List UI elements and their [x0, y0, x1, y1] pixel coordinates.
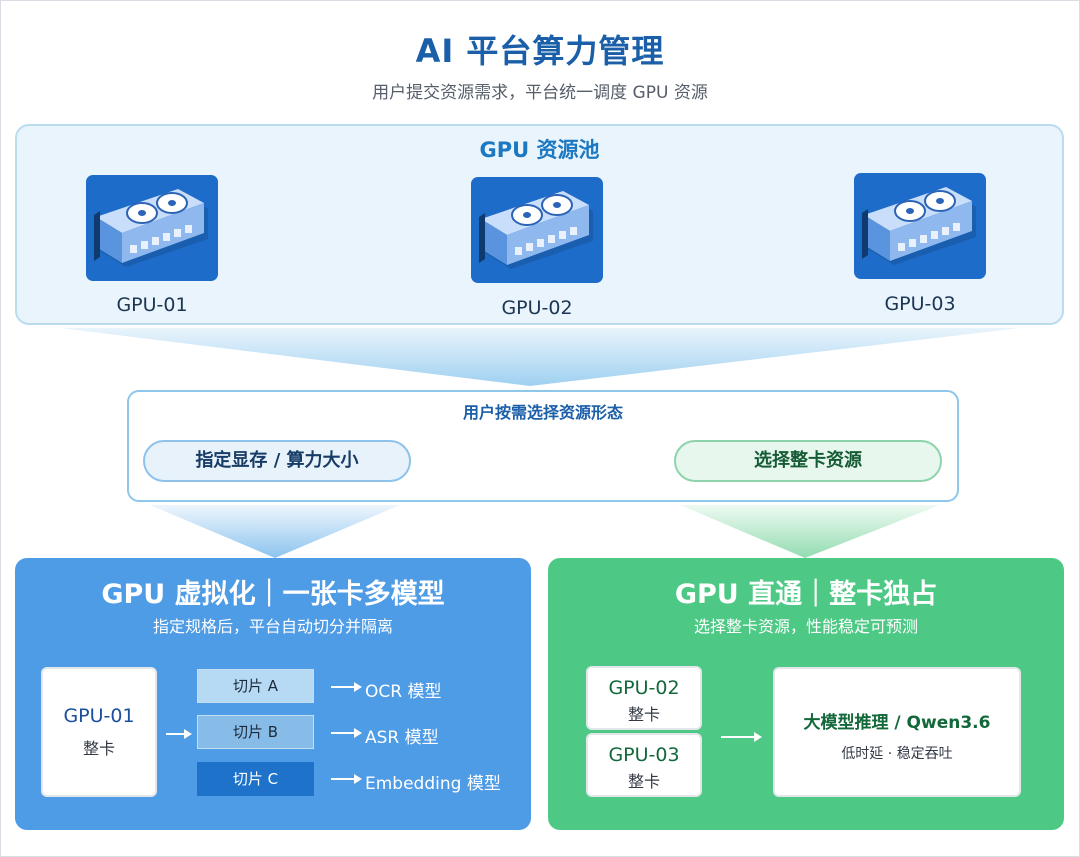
page-title: AI 平台算力管理	[415, 32, 665, 70]
gpu-card-name: GPU-01	[63, 705, 135, 727]
right-arrow-icon	[331, 774, 362, 784]
gpu-label-01: GPU-01	[116, 294, 188, 316]
gpu-card-name: GPU-03	[608, 744, 680, 766]
passthrough-title: GPU 直通｜整卡独占	[674, 579, 938, 610]
inference-title: 大模型推理 / Qwen3.6	[803, 713, 991, 733]
right-arrow-icon	[166, 729, 192, 739]
gpu-label-02: GPU-02	[501, 297, 573, 319]
model-embedding: Embedding 模型	[365, 774, 501, 794]
gpu-resource-pool: GPU 资源池 GPU-01 GPU-02 GPU-03	[15, 124, 1064, 325]
gpu-card-kind: 整卡	[627, 705, 660, 724]
model-asr: ASR 模型	[365, 728, 439, 748]
virtualization-subtitle: 指定规格后，平台自动切分并隔离	[152, 617, 393, 636]
pool-title: GPU 资源池	[479, 138, 600, 162]
inference-target: 大模型推理 / Qwen3.6 低时延 · 稳定吞吐	[773, 667, 1021, 797]
specify-resource-option[interactable]: 指定显存 / 算力大小	[143, 440, 411, 482]
gpu-card-name: GPU-02	[608, 677, 680, 699]
gpu-label-03: GPU-03	[884, 293, 956, 315]
page-subtitle: 用户提交资源需求，平台统一调度 GPU 资源	[372, 83, 708, 103]
graphics-card-icon	[854, 173, 986, 279]
graphics-card-icon	[86, 175, 218, 281]
gpu-card-kind: 整卡	[82, 739, 115, 758]
whole-card-option[interactable]: 选择整卡资源	[674, 440, 942, 482]
green-funnel	[680, 505, 940, 558]
slice-c: 切片 C	[197, 762, 314, 796]
slice-b: 切片 B	[197, 715, 314, 749]
virtualization-title: GPU 虚拟化｜一张卡多模型	[101, 579, 445, 610]
choice-title: 用户按需选择资源形态	[462, 403, 623, 422]
blue-funnel	[150, 505, 400, 558]
inference-subtitle: 低时延 · 稳定吞吐	[841, 746, 953, 762]
model-ocr: OCR 模型	[365, 682, 442, 702]
right-arrow-icon	[721, 732, 762, 742]
resource-choice-box: 用户按需选择资源形态 指定显存 / 算力大小 选择整卡资源	[127, 390, 959, 502]
gpu-card-03: GPU-03 整卡	[586, 733, 702, 797]
passthrough-panel: GPU 直通｜整卡独占 选择整卡资源，性能稳定可预测 GPU-02 整卡 GPU…	[548, 558, 1064, 830]
gpu-whole-card: GPU-01 整卡	[41, 667, 157, 797]
right-arrow-icon	[331, 682, 362, 692]
pool-funnel	[60, 328, 1020, 386]
gpu-card-02: GPU-02 整卡	[586, 666, 702, 730]
graphics-card-icon	[471, 177, 603, 283]
slice-a: 切片 A	[197, 669, 314, 703]
gpu-card-kind: 整卡	[627, 772, 660, 791]
passthrough-subtitle: 选择整卡资源，性能稳定可预测	[693, 617, 918, 636]
virtualization-panel: GPU 虚拟化｜一张卡多模型 指定规格后，平台自动切分并隔离 GPU-01 整卡…	[15, 558, 531, 830]
right-arrow-icon	[331, 728, 362, 738]
